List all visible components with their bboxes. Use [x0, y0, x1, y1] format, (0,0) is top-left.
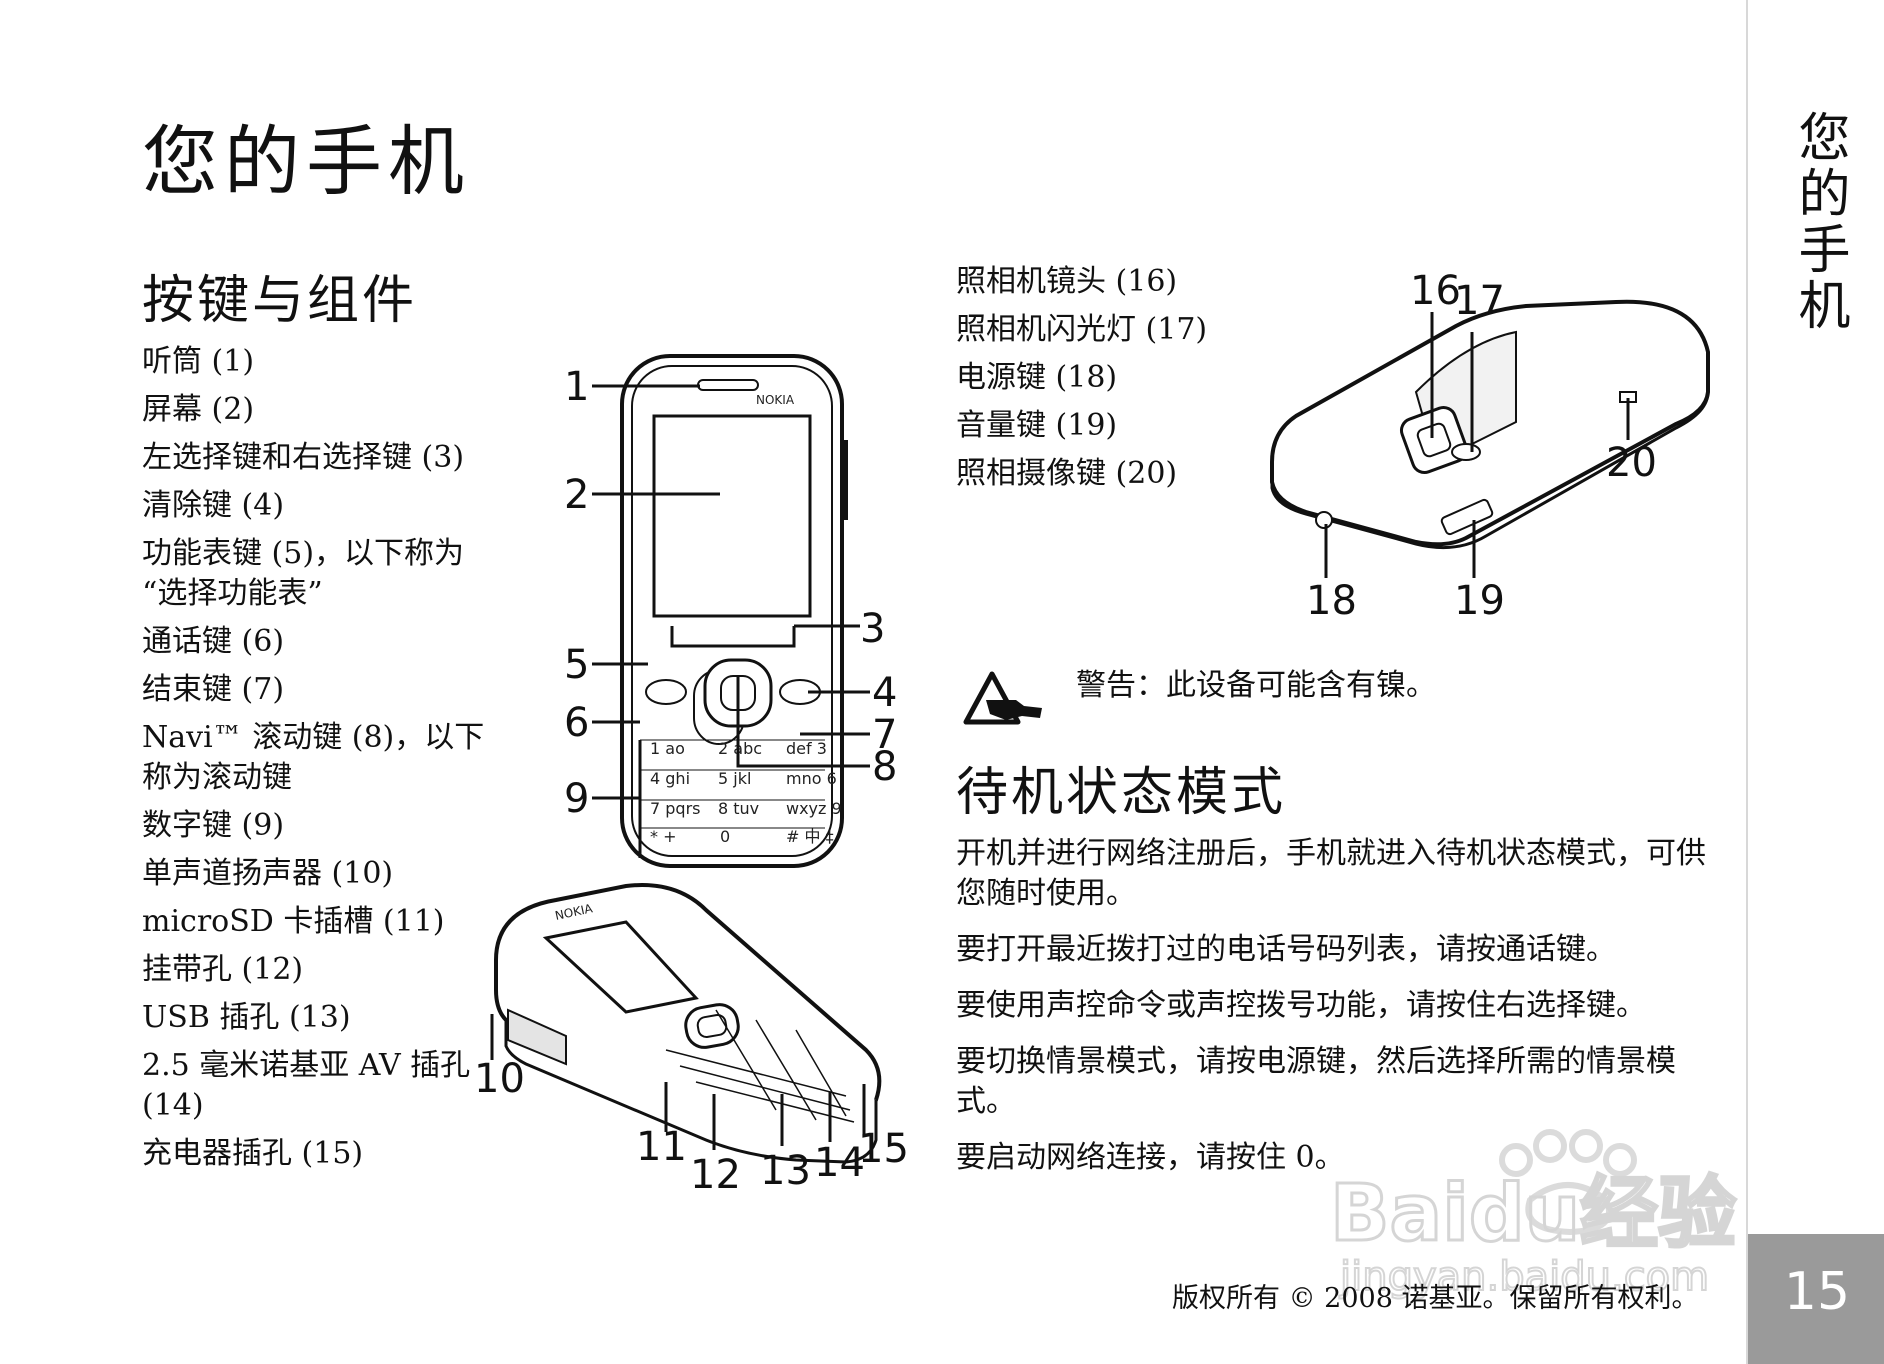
- part-item: 照相机闪光灯 (17): [956, 312, 1208, 347]
- parts-list-right: 照相机镜头 (16) 照相机闪光灯 (17) 电源键 (18) 音量键 (19)…: [956, 258, 1207, 498]
- keypad-key: 5 jkl: [718, 769, 751, 788]
- part-item: 左选择键和右选择键 (3): [142, 440, 465, 475]
- callout-label: 12: [690, 1152, 741, 1198]
- part-item: 照相机镜头 (16): [956, 264, 1178, 299]
- callout-label: 18: [1306, 578, 1357, 622]
- part-item: 清除键 (4): [142, 488, 285, 523]
- keypad-key: # 中 ‡: [786, 827, 834, 846]
- part-item: 通话键 (6): [142, 624, 285, 659]
- paragraph: 要打开最近拨打过的电话号码列表，请按通话键。: [956, 932, 1616, 967]
- keypad-key: 4 ghi: [650, 769, 690, 788]
- part-item: 结束键 (7): [142, 672, 285, 707]
- part-item: USB 插孔 (13): [142, 1000, 351, 1035]
- part-item: 电源键 (18): [956, 360, 1118, 395]
- paragraph: 开机并进行网络注册后，手机就进入待机状态模式，可供您随时使用。: [956, 836, 1706, 911]
- callout-label: 2: [564, 472, 589, 518]
- callout-label: 20: [1606, 440, 1657, 486]
- part-item: 2.5 毫米诺基亚 AV 插孔 (14): [142, 1048, 471, 1123]
- keypad-key: * +: [650, 827, 677, 846]
- warning-block: 警告：此设备可能含有镍。: [962, 658, 1842, 738]
- callout-label: 4: [872, 670, 897, 716]
- part-item: microSD 卡插槽 (11): [142, 904, 445, 939]
- part-item: 音量键 (19): [956, 408, 1118, 443]
- callout-label: 13: [760, 1148, 811, 1194]
- keypad-key: 1 ao: [650, 739, 685, 758]
- part-item: 功能表键 (5)，以下称为 “选择功能表”: [142, 536, 465, 611]
- keypad-key: 2 abc: [718, 739, 762, 758]
- phone-back-illustration: 16 17 20 18 19: [1270, 268, 1710, 622]
- section-title-keys: 按键与组件: [142, 271, 418, 331]
- keypad-key: def 3: [786, 739, 827, 758]
- phone-front-illustration: NOKIA 1 ao 2 abc def 3 4 ghi 5 jkl mno 6…: [564, 354, 897, 868]
- copyright-footer: 版权所有 © 2008 诺基亚。保留所有权利。: [1172, 1283, 1699, 1314]
- keypad-key: 0: [720, 827, 730, 846]
- keypad-key: 7 pqrs: [650, 799, 701, 818]
- callout-label: 9: [564, 776, 589, 822]
- page-number: 15: [1783, 1262, 1851, 1322]
- callout-label: 15: [858, 1126, 909, 1172]
- part-item: 挂带孔 (12): [142, 952, 304, 987]
- callout-label: 6: [564, 700, 589, 746]
- keypad-key: mno 6: [786, 769, 837, 788]
- parts-list-left: 听筒 (1) 屏幕 (2) 左选择键和右选择键 (3) 清除键 (4) 功能表键…: [142, 342, 512, 1182]
- keypad: 1 ao 2 abc def 3 4 ghi 5 jkl mno 6 7 pqr…: [640, 739, 842, 846]
- paragraph: 要切换情景模式，请按电源键，然后选择所需的情景模式。: [956, 1044, 1676, 1119]
- callout-label: 19: [1454, 578, 1505, 622]
- callout-label: 1: [564, 364, 589, 410]
- section-title-standby: 待机状态模式: [956, 763, 1287, 823]
- keypad-key: 8 tuv: [718, 799, 759, 818]
- phone-side-illustration: NOKIA 10 11 12 13 14 15: [474, 883, 909, 1198]
- brand-logo: NOKIA: [756, 393, 795, 407]
- page-number-tab: 15: [1748, 1234, 1884, 1364]
- part-item: 照相摄像键 (20): [956, 456, 1178, 491]
- callout-label: 7: [872, 712, 897, 758]
- warning-icon: [963, 671, 1042, 725]
- keypad-key: wxyz 9: [786, 799, 842, 818]
- part-item: 屏幕 (2): [142, 392, 255, 427]
- callout-label: 8: [872, 744, 897, 790]
- part-item: 充电器插孔 (15): [142, 1136, 364, 1171]
- callout-label: 11: [636, 1124, 687, 1170]
- part-item: 单声道扬声器 (10): [142, 856, 394, 891]
- part-item: Navi™ 滚动键 (8)，以下称为滚动键: [142, 720, 485, 795]
- standby-body: 开机并进行网络注册后，手机就进入待机状态模式，可供您随时使用。 要打开最近拨打过…: [956, 834, 1716, 1194]
- watermark: Baidu经验 jingyan.baidu.com: [1329, 1129, 1738, 1300]
- callout-label: 17: [1454, 278, 1505, 324]
- part-item: 听筒 (1): [142, 344, 255, 379]
- callout-label: 5: [564, 642, 589, 688]
- side-band: 您的手机 15: [1746, 0, 1884, 1364]
- callout-label: 14: [814, 1140, 865, 1186]
- callout-label: 3: [860, 606, 885, 652]
- callout-label: 16: [1410, 268, 1461, 314]
- page-title: 您的手机: [142, 117, 470, 206]
- paragraph: 要使用声控命令或声控拨号功能，请按住右选择键。: [956, 988, 1646, 1023]
- watermark-url: jingyan.baidu.com: [1339, 1254, 1709, 1300]
- warning-text: 警告：此设备可能含有镍。: [1076, 668, 1436, 703]
- part-item: 数字键 (9): [142, 808, 285, 843]
- paragraph: 要启动网络连接，请按住 0。: [956, 1140, 1345, 1175]
- watermark-brand: Baidu经验: [1330, 1169, 1736, 1259]
- side-tab-label: 您的手机: [1789, 110, 1849, 334]
- callout-label: 10: [474, 1056, 525, 1102]
